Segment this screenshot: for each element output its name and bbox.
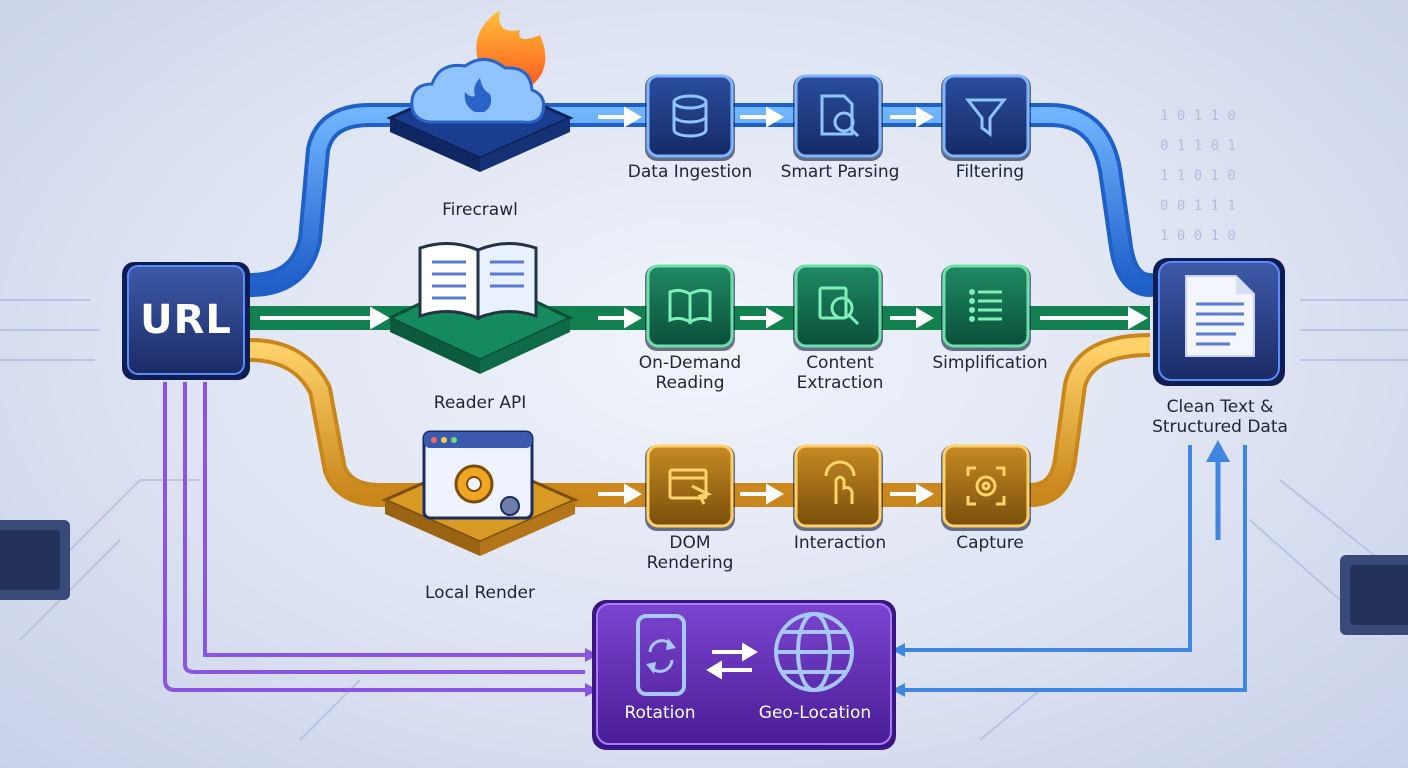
step-tile-7 [645,444,735,531]
reader-api-node [386,242,574,374]
step-tile-5 [793,264,883,351]
svg-text:1 0 0 1 0: 1 0 0 1 0 [1160,228,1236,244]
proxy-label-geo-location: Geo-Location [758,703,872,723]
step-tile-9 [941,444,1031,531]
url-label: URL [140,297,232,343]
swap-arrows-icon [706,642,758,680]
url-source-box [122,262,250,380]
step-tile-6 [941,264,1031,351]
globe-icon [774,612,854,692]
step-label-on-demand-reading: On-Demand Reading [638,353,742,393]
browser-cursor-icon [668,468,713,505]
step-tile-4 [645,264,735,351]
proxy-arrow-head-1 [585,648,598,662]
phone-rotate-icon [636,614,686,696]
step-tile-2 [793,74,883,161]
proxy-lines-left [163,382,585,692]
svg-text:1 0 1 1 0: 1 0 1 1 0 [1160,108,1236,124]
cloud-icon [410,58,546,124]
proxy-lines-right [905,445,1247,692]
document-icon [1185,275,1255,357]
return-arrow-head [1206,440,1230,462]
circuit-traces [0,299,1408,741]
step-label-content-extraction: Content Extraction [796,353,884,393]
output-box [1153,258,1285,386]
firecrawl-node [386,10,574,172]
magnifier-icon [818,286,860,326]
tap-hand-icon [824,460,856,504]
step-label-capture: Capture [956,533,1024,553]
proxy-arrow-head-3 [892,643,905,657]
step-label-simplification: Simplification [932,353,1048,373]
document-search-icon [820,94,860,138]
step-tile-1 [645,74,735,161]
capture-frame-icon [966,466,1006,506]
step-tile-8 [793,444,883,531]
step-label-dom-rendering: DOM Rendering [646,533,734,573]
step-label-interaction: Interaction [793,533,887,553]
browser-gear-icon [422,430,534,520]
proxy-arrow-head-4 [892,683,905,697]
chip-left [0,520,70,600]
binary-digits: 1 0 1 1 0 0 1 1 0 1 1 1 0 1 0 0 0 1 1 1 … [1160,108,1236,244]
firecrawl-label: Firecrawl [442,200,518,220]
svg-text:1 1 0 1 0: 1 1 0 1 0 [1160,168,1236,184]
local-render-node [381,430,579,556]
chip-right [1340,555,1408,635]
proxy-arrow-head-2 [585,683,598,697]
output-label: Clean Text & Structured Data [1152,397,1288,437]
proxy-box [592,600,896,750]
svg-text:0 0 1 1 1: 0 0 1 1 1 [1160,198,1236,214]
reader-api-label: Reader API [433,393,527,413]
open-book-icon [668,288,712,325]
step-label-smart-parsing: Smart Parsing [780,162,900,182]
step-label-data-ingestion: Data Ingestion [627,162,753,182]
local-render-label: Local Render [425,583,535,603]
funnel-icon [964,98,1008,137]
step-tile-3 [941,74,1031,161]
svg-text:0 1 1 0 1: 0 1 1 0 1 [1160,138,1236,154]
step-label-filtering: Filtering [955,162,1025,182]
book-icon [418,242,538,321]
step-arrows [260,106,1149,505]
list-icon [969,289,1002,322]
proxy-label-rotation: Rotation [624,703,696,723]
database-icon [672,94,708,138]
